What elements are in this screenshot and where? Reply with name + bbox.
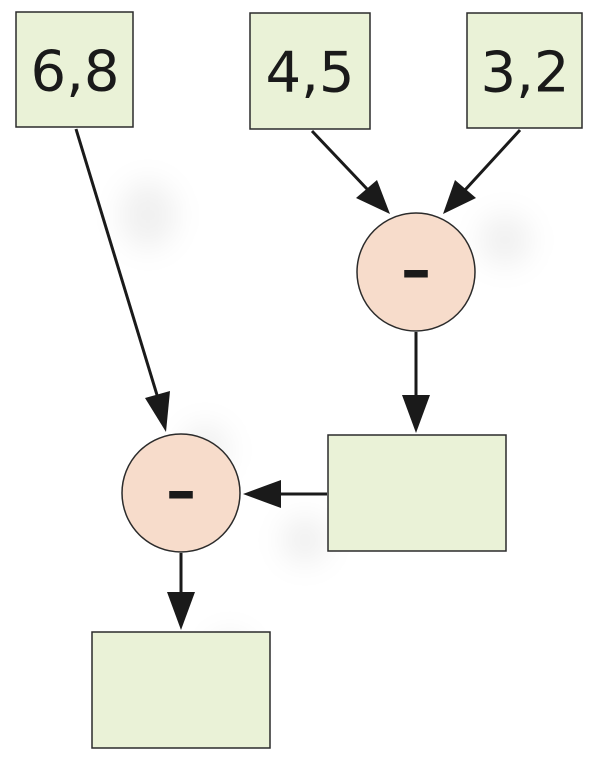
minus-sign-bottom: – bbox=[166, 456, 196, 526]
arrow-bottom-op-to-final bbox=[167, 553, 195, 630]
input-value-b: 4,5 bbox=[265, 41, 354, 106]
operation-bottom: – bbox=[121, 433, 241, 553]
arrow-intermediate-to-bottom-op bbox=[243, 480, 327, 508]
input-box-b: 4,5 bbox=[249, 12, 371, 130]
arrow-top-op-to-intermediate bbox=[402, 332, 430, 433]
operation-top: – bbox=[356, 212, 476, 332]
input-value-a: 6,8 bbox=[30, 40, 119, 105]
arrow-a-to-bottom-op bbox=[74, 128, 170, 432]
input-box-c: 3,2 bbox=[466, 12, 583, 129]
input-value-c: 3,2 bbox=[480, 41, 569, 106]
minus-sign-top: – bbox=[401, 235, 431, 305]
arrow-c-to-top-op bbox=[443, 128, 522, 214]
result-box-final bbox=[91, 631, 271, 749]
result-box-intermediate bbox=[327, 434, 507, 552]
arrow-b-to-top-op bbox=[310, 129, 390, 214]
input-box-a: 6,8 bbox=[15, 11, 134, 128]
